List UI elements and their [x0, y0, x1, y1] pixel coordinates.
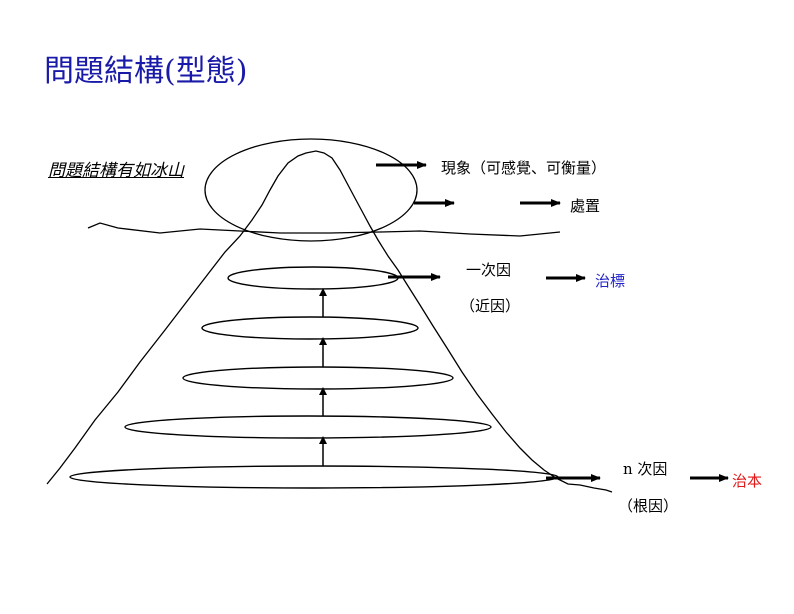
label-treat-root: 治本 — [732, 472, 763, 490]
label-first-cause: 一次因 — [466, 261, 512, 279]
label-root-cause: （根因） — [618, 497, 679, 515]
label-handle: 處置 — [570, 197, 601, 215]
cause-ellipse-2 — [201, 316, 419, 340]
cause-ellipse-1 — [227, 266, 399, 290]
label-treat-symptom: 治標 — [595, 272, 626, 290]
cause-ellipse-4 — [124, 415, 492, 439]
label-n-cause: n 次因 — [623, 460, 668, 478]
label-phenomenon: 現象（可感覺、可衡量） — [441, 159, 607, 177]
cause-ellipse-5 — [69, 465, 559, 489]
slide-title: 問題結構(型態) — [44, 54, 248, 89]
water-line — [87, 222, 561, 237]
iceberg-caption: 問題結構有如冰山 — [48, 161, 184, 181]
iceberg-outline — [46, 150, 613, 493]
label-near-cause: （近因） — [460, 297, 521, 315]
cause-ellipse-3 — [182, 366, 454, 390]
phenomenon-ellipse — [204, 138, 418, 242]
